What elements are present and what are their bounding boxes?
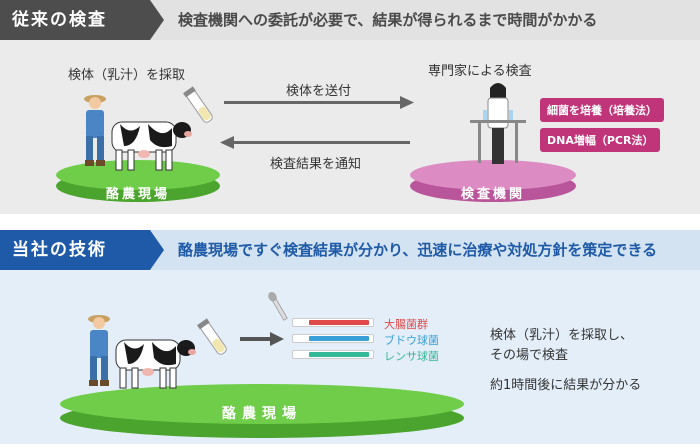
- conventional-section: 従来の検査 検査機関への委託が必要で、結果が得られるまで時間がかかる 検体（乳汁…: [0, 0, 700, 214]
- test-strip-coliform: [292, 318, 374, 327]
- farmer-icon: [84, 95, 106, 166]
- farm-disc-top: [56, 160, 220, 190]
- farmer-icon: [88, 315, 110, 386]
- method-culture: 細菌を培養（培養法）: [540, 98, 664, 122]
- process-arrow: [240, 332, 284, 346]
- description-line3: 約1時間後に結果が分かる: [490, 378, 642, 393]
- expert-label: 専門家による検査: [428, 64, 532, 79]
- farm-label-large: 酪農現場: [222, 406, 302, 422]
- test-strip-staph: [292, 334, 374, 343]
- description-line2: その場で検査: [490, 348, 569, 363]
- our-tech-header: 当社の技術 酪農現場ですぐ検査結果が分かり、迅速に治療や対処方針を策定できる: [0, 230, 700, 270]
- cow-icon: [115, 339, 196, 389]
- test-strip-strep: [292, 350, 374, 359]
- lab-disc-top: [410, 160, 576, 190]
- our-tech-tag: 当社の技術: [0, 230, 164, 270]
- method-pcr: DNA増幅（PCR法）: [540, 128, 661, 152]
- lab-label: 検査機関: [460, 187, 525, 202]
- sample-tube-icon: [197, 318, 227, 355]
- sample-tube-icon: [183, 86, 213, 123]
- farm-label: 酪農現場: [105, 187, 170, 202]
- bacteria-staph: ブドウ球菌: [384, 334, 439, 347]
- our-tech-subtitle: 酪農現場ですぐ検査結果が分かり、迅速に治療や対処方針を策定できる: [178, 241, 658, 259]
- send-arrow: [224, 96, 414, 109]
- notify-arrow: [220, 136, 410, 149]
- notify-label: 検査結果を通知: [270, 157, 362, 172]
- our-tech-section: 当社の技術 酪農現場ですぐ検査結果が分かり、迅速に治療や対処方針を策定できる 酪…: [0, 230, 700, 444]
- dropper-icon: [268, 291, 288, 321]
- conventional-subtitle: 検査機関への委託が必要で、結果が得られるまで時間がかかる: [178, 11, 598, 29]
- send-label: 検体を送付: [286, 84, 352, 99]
- conventional-header: 従来の検査 検査機関への委託が必要で、結果が得られるまで時間がかかる: [0, 0, 700, 40]
- bacteria-coliform: 大腸菌群: [384, 318, 428, 331]
- farm-disc-large-top: [60, 384, 464, 424]
- description-line1: 検体（乳汁）を採取し、: [490, 328, 634, 343]
- sampling-label: 検体（乳汁）を採取: [68, 68, 186, 83]
- scientist-icon: [470, 83, 526, 164]
- bacteria-strep: レンサ球菌: [384, 350, 439, 363]
- cow-icon: [111, 121, 192, 171]
- conventional-tag: 従来の検査: [0, 0, 164, 40]
